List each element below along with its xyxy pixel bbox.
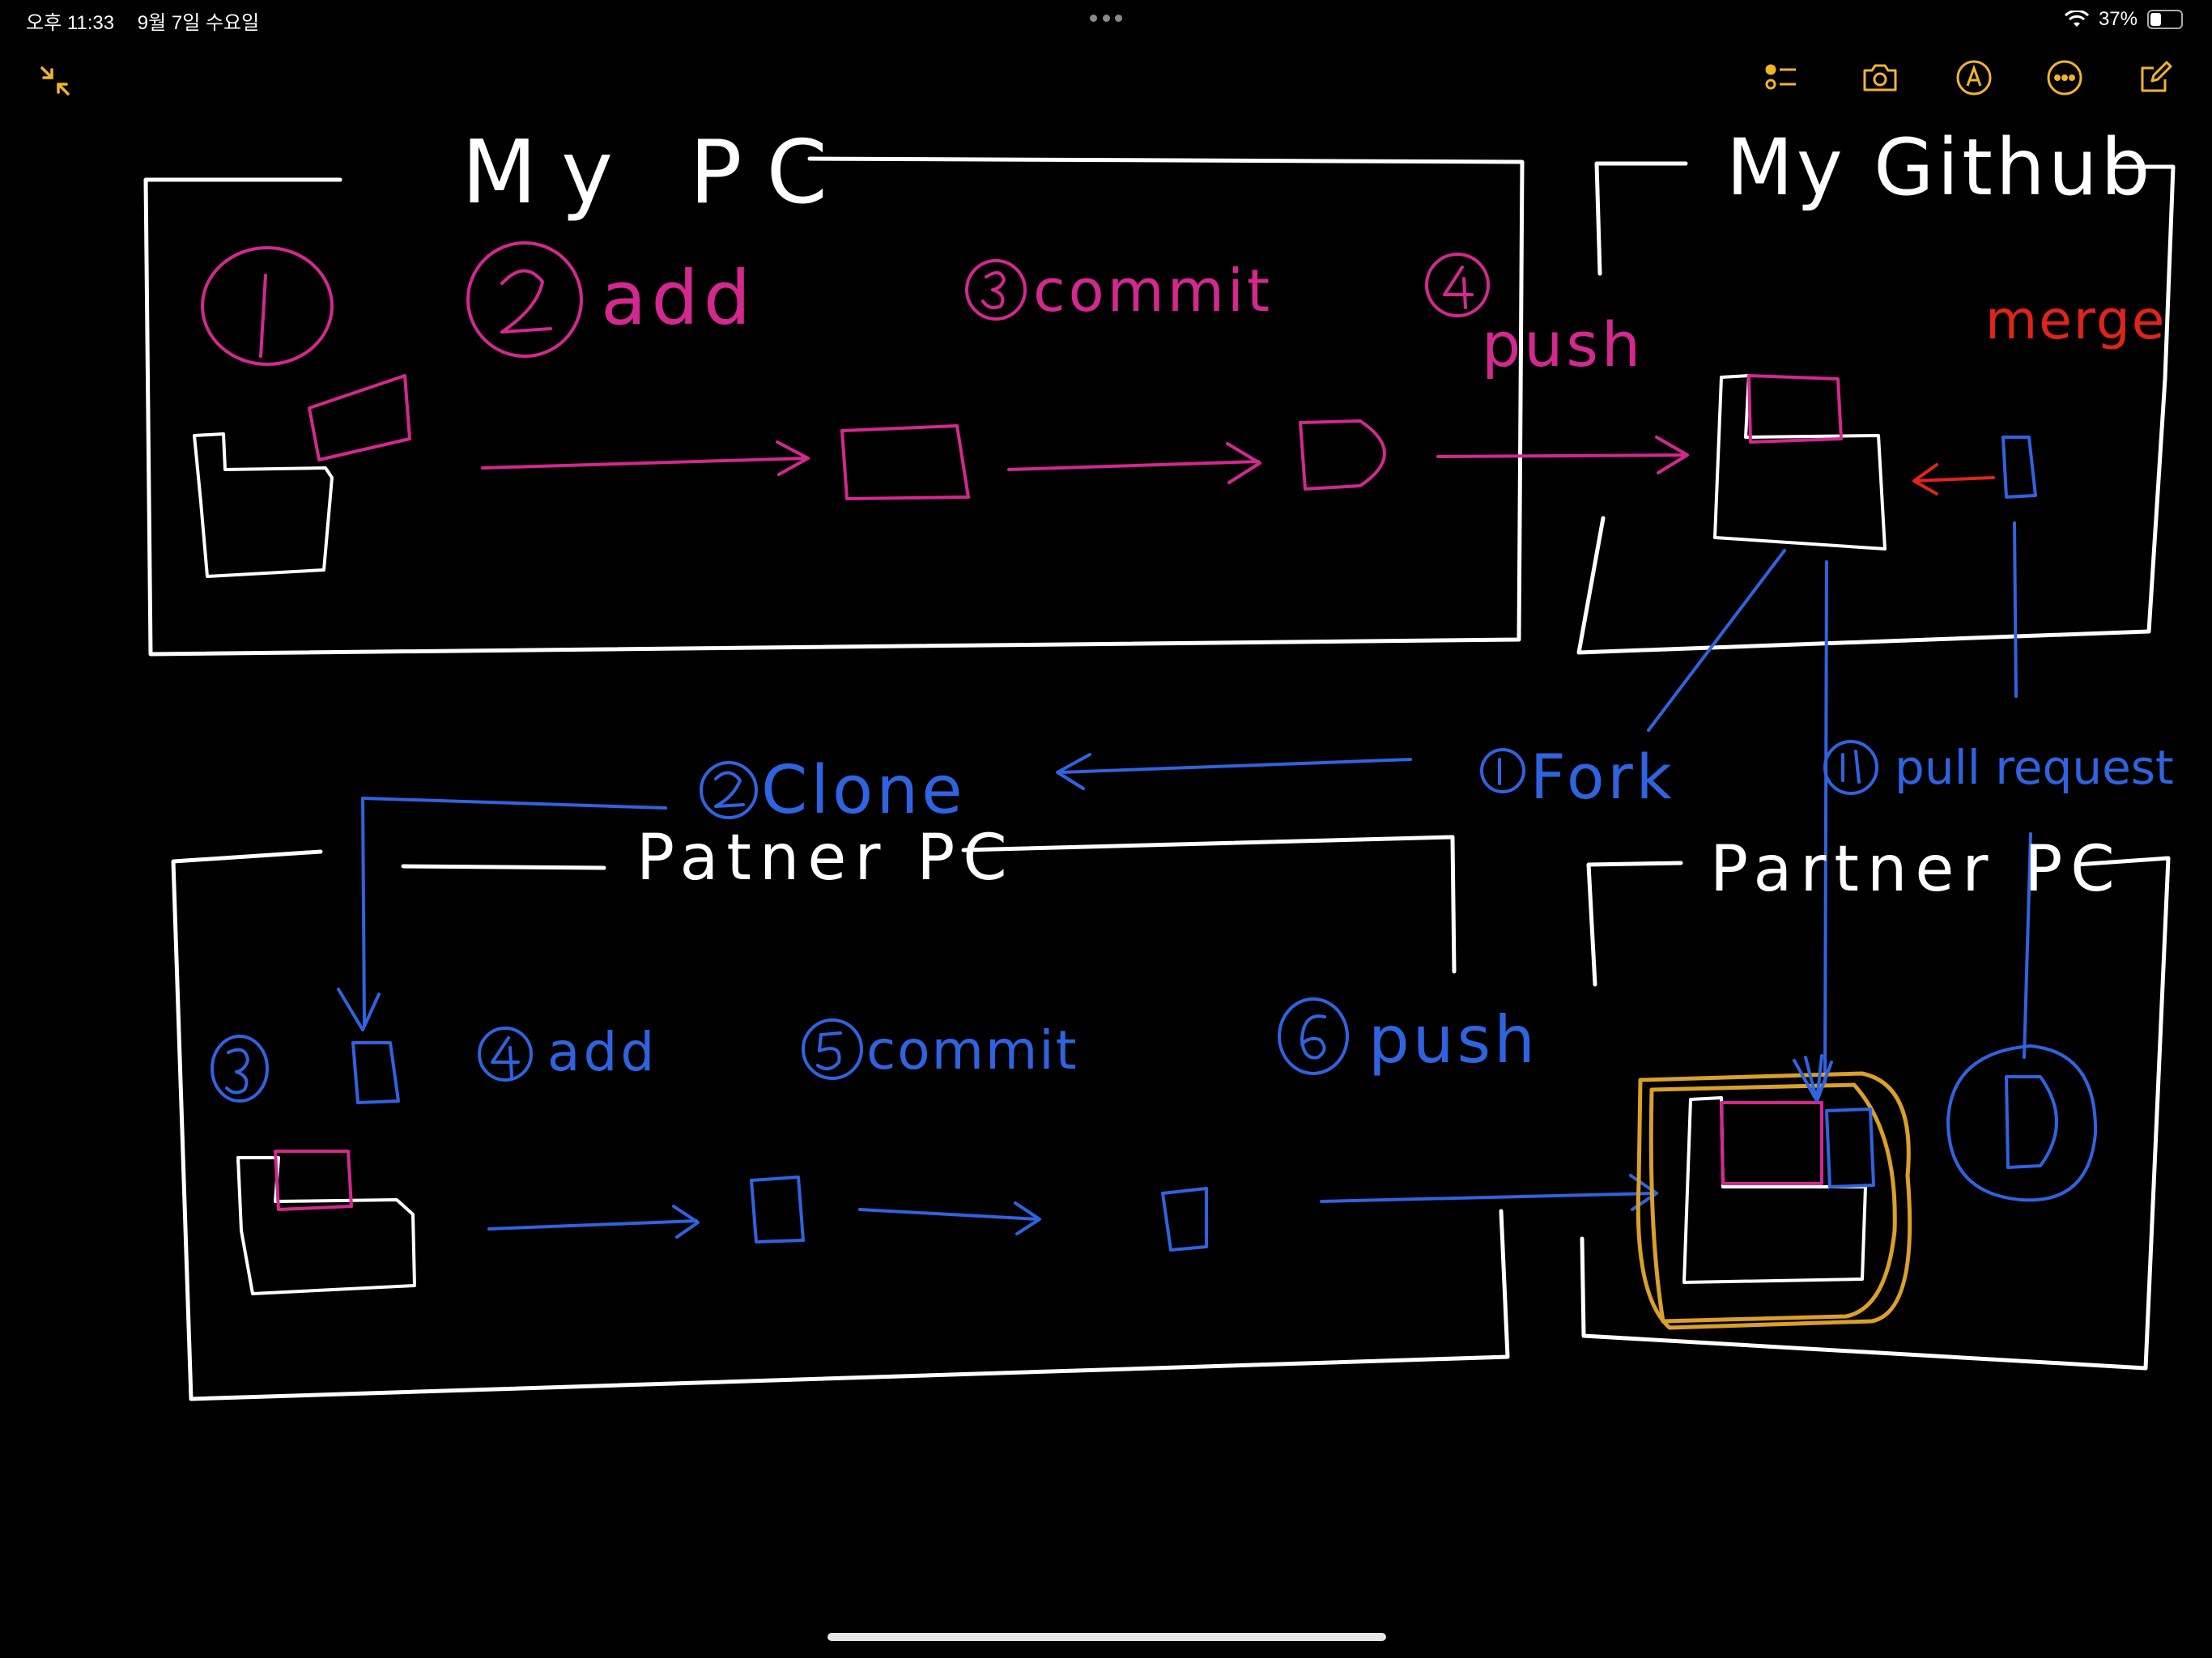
pr-file-circle [1946,1044,2098,1202]
my-github-label: My Github [1726,122,2153,213]
partner-arrows [487,1174,1658,1239]
p-step4-add-label: add [547,1021,657,1083]
wifi-icon [2064,11,2089,27]
patner-pc-label: Patner PC [636,822,1015,895]
partner-cloned-file [351,1041,400,1104]
clone-label: Clone [761,752,966,829]
partner-pc-box [1580,856,2171,1371]
markup-pen-icon[interactable] [1948,52,2000,104]
pull-request-label: pull request [1895,740,2174,795]
github-repo-file [1747,374,1843,444]
pr-step [1823,740,1878,795]
fork-step [1480,748,1525,793]
my-pc-step2 [466,241,583,358]
github-repo-folder [1713,374,1887,551]
partner-folder [236,1156,416,1295]
my-pc-step3 [965,259,1027,321]
my-pc-folder [193,432,334,578]
step2-add-label: add [601,255,755,342]
my-pc-arrows [481,436,1689,484]
compose-icon[interactable] [2129,52,2181,104]
battery-percent: 37% [2098,8,2138,30]
forked-repo-new-file [1793,1054,1875,1188]
partner-step3 [211,1035,269,1103]
status-time: 오후 11:33 [26,12,115,34]
merge-label: merge [1985,289,2166,351]
camera-icon[interactable] [1854,52,1906,104]
partner-folder-file [274,1150,353,1211]
my-pc-step4 [1425,253,1490,317]
battery-icon [2147,10,2183,29]
collapse-icon[interactable] [29,55,81,107]
my-pc-box [143,156,1525,657]
partner-step4 [478,1027,533,1082]
clone-arrow [337,797,667,1031]
forked-repo-outline [1636,1071,1912,1330]
patner-pc-box [171,835,1510,1401]
merge-arrow [1912,463,1995,495]
partner-committed-file [1161,1187,1208,1252]
status-date: 9월 7일 수요일 [137,12,260,34]
my-pc-step1 [201,246,334,366]
p-step5-commit-label: commit [866,1019,1078,1082]
my-pc-label: My PC [462,122,852,223]
p-step6-push-label: push [1368,1002,1538,1078]
github-pr-file [2001,436,2037,499]
checklist-icon[interactable] [1755,52,1807,104]
partner-step6 [1278,997,1349,1075]
forked-repo-folder [1682,1096,1867,1284]
partner-pc-label: Partner PC [1710,833,2123,906]
status-left: 오후 11:33 9월 7일 수요일 [26,6,277,35]
clone-step [700,761,758,819]
fork-label: Fork [1530,741,1675,813]
my-pc-committed-file [1299,419,1386,491]
my-github-box [1576,161,2176,655]
more-icon[interactable] [2039,52,2091,104]
home-indicator[interactable] [827,1633,1386,1641]
my-pc-staged-file [840,424,970,500]
forked-repo-file [1720,1101,1823,1185]
partner-step5 [802,1018,863,1080]
status-right: 37% [2064,6,2183,32]
step4-push-label: push [1482,308,1644,380]
my-pc-file [308,374,411,461]
partner-staged-file [750,1175,805,1244]
step3-commit-label: commit [1033,257,1273,325]
status-bar: 오후 11:33 9월 7일 수요일 37% [0,0,2212,40]
multitasking-dots[interactable] [1090,15,1122,23]
